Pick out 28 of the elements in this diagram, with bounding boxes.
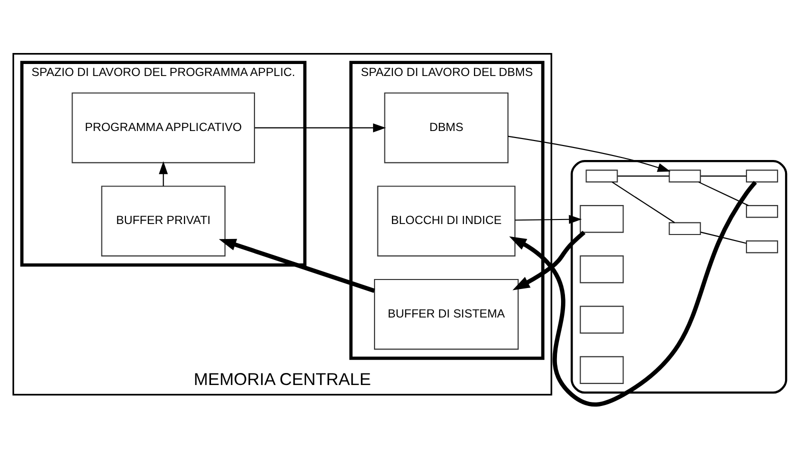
node-box xyxy=(580,255,624,284)
arrow xyxy=(508,136,671,172)
arrow xyxy=(509,180,757,407)
connector xyxy=(700,176,746,177)
node-box: PROGRAMMA APPLICATIVO xyxy=(72,92,255,164)
arrow xyxy=(254,123,386,132)
connector xyxy=(612,182,675,224)
node-box: BUFFER DI SISTEMA xyxy=(374,278,519,350)
node-box xyxy=(746,205,778,218)
arrow xyxy=(512,230,586,290)
cluster xyxy=(570,160,788,394)
node-box: BUFFER PRIVATI xyxy=(101,186,226,256)
connector xyxy=(698,182,749,206)
node-box xyxy=(668,170,701,182)
node-box xyxy=(746,240,778,254)
connector xyxy=(618,176,670,177)
node-box: DBMS xyxy=(384,92,509,164)
node-box xyxy=(746,170,778,182)
arrow xyxy=(515,214,582,224)
node-box xyxy=(668,222,701,235)
node-box: BLOCCHI DI INDICE xyxy=(377,186,516,256)
node-box xyxy=(586,170,618,182)
node-box xyxy=(580,356,624,384)
arrow xyxy=(158,161,168,186)
node-box xyxy=(580,205,624,233)
arrow xyxy=(218,238,376,293)
node-box xyxy=(580,306,624,334)
connector xyxy=(700,232,746,244)
